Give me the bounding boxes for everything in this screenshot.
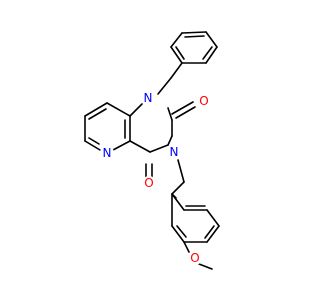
bond: [171, 181, 185, 195]
atom-label-o4: O: [144, 176, 153, 190]
atom-label-background: [197, 94, 211, 108]
bond: [88, 108, 107, 120]
atom-label-layer: N N N O O O: [100, 91, 211, 265]
bond: [167, 107, 173, 121]
bond: [176, 225, 187, 238]
atom-label-n3: N: [170, 145, 179, 159]
bond: [149, 144, 169, 153]
bond: [170, 46, 183, 64]
bond: [184, 35, 205, 38]
atom-label-background: [142, 176, 156, 190]
bond: [171, 225, 185, 243]
atom-label-background: [188, 251, 202, 265]
bond: [157, 77, 172, 95]
atom-label-background: [141, 91, 155, 105]
bond: [198, 263, 213, 270]
bond: [167, 135, 173, 146]
bond: [183, 241, 190, 253]
atom-label-o2: O: [199, 94, 208, 108]
bond: [84, 102, 108, 117]
molecule-structure-diagram: N N N O O O: [84, 31, 220, 270]
bond: [129, 140, 151, 153]
bond: [181, 31, 207, 34]
bond: [171, 101, 194, 115]
bond-layer: [84, 31, 220, 270]
bond: [204, 225, 215, 239]
bond: [206, 225, 220, 243]
atom-label-n1: N: [144, 91, 153, 105]
bond: [175, 46, 185, 60]
bond: [112, 140, 131, 151]
bond: [202, 46, 213, 60]
bond: [205, 31, 218, 48]
atom-label-background: [100, 146, 114, 160]
bond: [129, 103, 143, 117]
bond: [175, 106, 196, 119]
atom-label-background: [167, 145, 181, 159]
bond: [106, 102, 131, 117]
bond: [177, 159, 185, 183]
bond: [84, 140, 101, 151]
atom-label-n5: N: [103, 146, 112, 160]
atom-label-o-methoxy: O: [190, 251, 199, 265]
bond: [88, 137, 100, 145]
bond: [206, 209, 220, 227]
bond: [170, 62, 183, 79]
bond: [205, 46, 218, 64]
bond: [170, 32, 183, 48]
